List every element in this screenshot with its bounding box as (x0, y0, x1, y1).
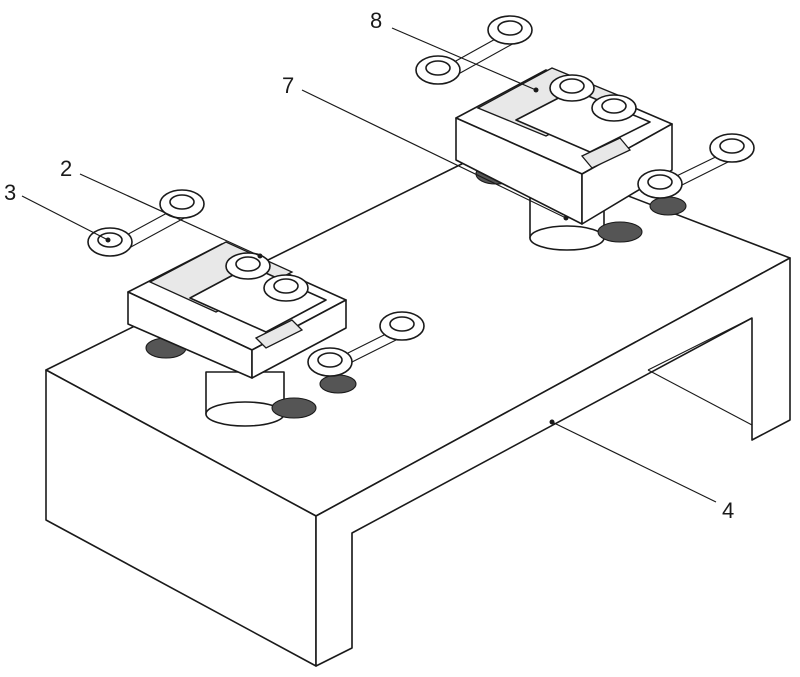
base-table (46, 146, 790, 666)
leader-3 (22, 196, 108, 240)
callout-2: 2 (60, 156, 72, 181)
callout-4: 4 (722, 498, 734, 523)
callout-7: 7 (282, 73, 294, 98)
callout-3: 3 (4, 180, 16, 205)
callout-8: 8 (370, 8, 382, 33)
leader-4 (552, 422, 716, 502)
